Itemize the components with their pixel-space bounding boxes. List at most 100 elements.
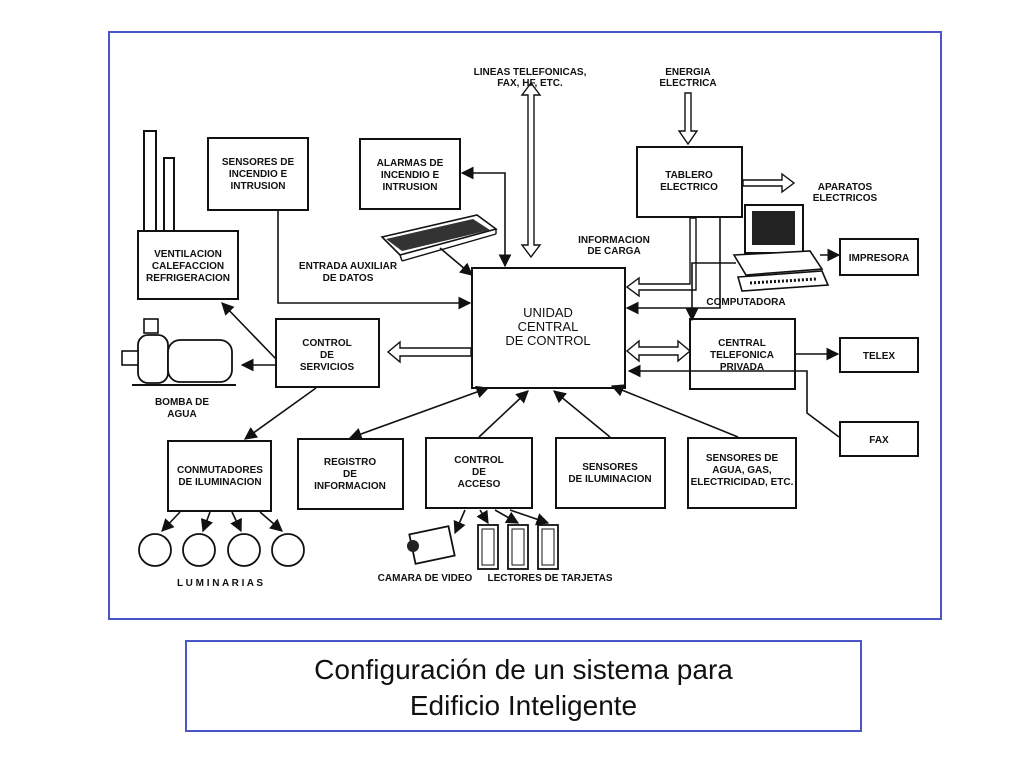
control-acceso-box [425, 437, 533, 509]
label-sensores-iluminacion-line-1: SENSORES [582, 462, 638, 473]
line-sensores-agua-unidad [610, 384, 739, 438]
arrow-energia [677, 92, 699, 146]
control-servicios-box [275, 318, 380, 388]
line-sensores-incendio [277, 211, 472, 310]
line-registro-unidad [348, 385, 490, 441]
line-lamp-2 [200, 511, 213, 533]
label-telefono: LINEAS TELEFONICAS,FAX, HF, ETC. [474, 67, 587, 89]
telex-box [839, 337, 919, 373]
label-camara-line-1: CAMARA DE VIDEO [378, 573, 473, 584]
caption-box: Configuración de un sistema para Edifici… [185, 640, 862, 732]
label-lectores-line-1: LECTORES DE TARJETAS [487, 573, 612, 584]
line-reader-2 [494, 509, 520, 524]
arrow-telefono [520, 81, 542, 259]
label-unidad-central-line-2: CENTRAL [518, 319, 579, 334]
label-energia-line-2: ELECTRICA [659, 78, 716, 89]
line-reader-3 [509, 509, 550, 526]
label-computadora: COMPUTADORA [706, 297, 785, 308]
label-alarmas-line-2: INCENDIO E [381, 170, 440, 181]
video-camera-icon [407, 525, 456, 565]
label-sensores-incendio-line-3: INTRUSION [231, 181, 286, 192]
label-telex-line-1: TELEX [863, 351, 896, 362]
sensores-agua-box [687, 437, 797, 509]
arrow-info-carga [625, 217, 697, 298]
label-energia-line-1: ENERGIA [665, 67, 711, 78]
label-luminarias-line-1: L U M I N A R I A S [177, 578, 263, 589]
label-sensores-agua-line-1: SENSORES DE [706, 453, 779, 464]
label-fax: FAX [869, 435, 889, 446]
label-computadora-line-1: COMPUTADORA [706, 297, 785, 308]
line-keyboard [439, 247, 473, 276]
label-sensores-incendio-line-1: SENSORES DE [222, 157, 295, 168]
sensores-incendio-box [207, 137, 309, 211]
label-bomba-line-1: BOMBA DE [155, 397, 209, 408]
ventilacion-box [137, 230, 239, 300]
keyboard-icon [380, 214, 498, 262]
line-alarmas [460, 166, 512, 268]
line-fax-unidad [627, 364, 840, 438]
unidad-central-box [471, 267, 626, 389]
fax-box [839, 421, 919, 457]
label-unidad-central-line-3: DE CONTROL [505, 333, 590, 348]
label-central-telefonica-line-1: CENTRAL [718, 338, 766, 349]
label-telex: TELEX [863, 351, 896, 362]
card-readers-icon [477, 524, 559, 570]
label-aparatos-line-1: APARATOS [818, 182, 873, 193]
label-entrada-auxiliar-line-1: ENTRADA AUXILIAR [299, 261, 398, 272]
pump-icon [121, 318, 236, 386]
label-control-acceso-line-2: DE [472, 467, 486, 478]
line-servicios-ventilacion [221, 302, 277, 360]
line-tablero-unidad [625, 218, 721, 315]
line-computer-unidad [685, 262, 736, 322]
sensores-iluminacion-box [555, 437, 666, 509]
label-ventilacion-line-1: VENTILACION [154, 249, 222, 260]
label-camara: CAMARA DE VIDEO [378, 573, 473, 584]
label-control-servicios-line-3: SERVICIOS [300, 362, 355, 373]
line-camera [453, 509, 466, 535]
label-fax-line-1: FAX [869, 435, 889, 446]
label-registro-line-3: INFORMACION [314, 481, 386, 492]
line-acceso-unidad [478, 390, 529, 438]
label-control-acceso-line-3: ACCESO [458, 479, 501, 490]
label-info-carga-line-2: DE CARGA [587, 246, 640, 257]
line-reader-1 [476, 509, 489, 525]
label-registro-line-1: REGISTRO [324, 457, 376, 468]
label-control-servicios-line-2: DE [320, 350, 334, 361]
label-entrada-auxiliar-line-2: DE DATOS [323, 273, 374, 284]
label-info-carga-line-1: INFORMACION [578, 235, 650, 246]
label-lectores: LECTORES DE TARJETAS [487, 573, 612, 584]
label-conmutadores-line-2: DE ILUMINACION [178, 477, 261, 488]
label-bomba-line-2: AGUA [167, 409, 196, 420]
label-sensores-iluminacion-line-2: DE ILUMINACION [568, 474, 651, 485]
line-lamp-4 [259, 511, 283, 532]
label-luminarias: L U M I N A R I A S [177, 578, 263, 589]
diagram-frame: LINEAS TELEFONICAS,FAX, HF, ETC. ENERGIA… [108, 31, 942, 620]
arrow-central-telefonica [625, 339, 692, 363]
label-ventilacion-line-2: CALEFACCION [152, 261, 224, 272]
chimney-tall [143, 130, 157, 232]
label-alarmas-line-1: ALARMAS DE [377, 158, 444, 169]
label-registro-line-2: DE [343, 469, 357, 480]
caption-line-1: Configuración de un sistema para [314, 654, 733, 685]
label-impresora: IMPRESORA [849, 253, 910, 264]
label-telefono-line-2: FAX, HF, ETC. [497, 78, 563, 89]
chimney-short [163, 157, 175, 232]
label-sensores-agua-line-2: AGUA, GAS, [712, 465, 772, 476]
arrow-aparatos [742, 172, 796, 194]
registro-box [297, 438, 404, 510]
